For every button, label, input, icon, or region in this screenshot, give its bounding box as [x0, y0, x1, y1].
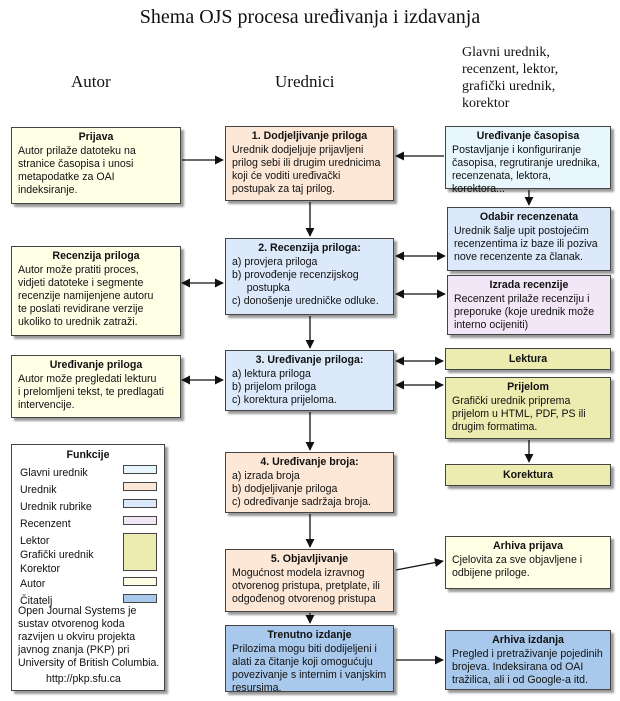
box-title: Lektura: [508, 353, 548, 365]
box-text: Cjelovita za sve objavljene i odbijene p…: [452, 554, 583, 579]
legend-label: Korektor: [20, 563, 61, 575]
box-title: Korektura: [502, 469, 554, 481]
box-izrada-recenzije: Izrada recenzije Recenzent prilaže recen…: [447, 275, 611, 335]
legend-label: Čitatelj: [20, 595, 53, 607]
page-title: Shema OJS procesa uređivanja i izdavanja: [139, 6, 481, 28]
legend-swatch: [123, 465, 157, 474]
box-text: Pregled i pretraživanje pojedinih brojev…: [452, 648, 603, 686]
box-uredjivanje-casopisa: Uređivanje časopisa Postavljanje i konfi…: [445, 126, 611, 195]
box-uredjivanje-autor: Uređivanje priloga Autor može pregledati…: [11, 355, 181, 418]
column-header-glavni: Glavni urednik, recenzent, lektor, grafi…: [462, 45, 559, 111]
legend-label: Grafički urednik: [20, 549, 94, 561]
box-title: 2. Recenzija priloga:: [258, 242, 361, 254]
box-title: Uređivanje časopisa: [476, 130, 580, 142]
box-title: 5. Objavljivanje: [270, 553, 349, 565]
box-text: Grafički urednik priprema prijelom u HTM…: [452, 395, 586, 433]
box-title: Uređivanje priloga: [49, 359, 143, 371]
box-odabir-recenzenata: Odabir recenzenata Urednik šalje upit po…: [447, 207, 611, 271]
box-text: Mogućnost modela izravnog otvorenog pris…: [232, 567, 380, 605]
box-text: Postavljanje i konfiguriranje časopisa, …: [452, 144, 600, 195]
box-text: a) provjera priloga b) provođenje recenz…: [232, 256, 379, 307]
legend-label: Autor: [20, 578, 46, 590]
legend-label: Lektor: [20, 535, 50, 547]
legend-swatch: [123, 516, 157, 525]
legend-label: Urednik: [20, 484, 57, 496]
legend-url[interactable]: http://pkp.sfu.ca: [46, 673, 121, 685]
box-title: 3. Uređivanje priloga:: [255, 354, 364, 366]
box-trenutno-izdanje: Trenutno izdanje Prilozima mogu biti dod…: [225, 625, 394, 694]
legend: Funkcije Glavni urednik Urednik Urednik …: [11, 444, 165, 691]
box-arhiva-izdanja: Arhiva izdanja Pregled i pretraživanje p…: [445, 630, 611, 690]
legend-note: Open Journal Systems je sustav otvorenog…: [18, 605, 160, 669]
box-text: Urednik šalje upit postojećim recenzenti…: [454, 225, 598, 263]
box-prijava: Prijava Autor prilaže datoteku na strani…: [11, 127, 181, 204]
box-text: Urednik dodjeljuje prijavljeni prilog se…: [232, 144, 381, 195]
box-lektura: Lektura: [445, 348, 611, 370]
column-header-autor: Autor: [71, 72, 111, 91]
arrow-objavljivanje-arhiva: [395, 558, 444, 571]
box-title: Prijava: [78, 131, 114, 143]
box-title: Recenzija priloga: [52, 250, 140, 262]
box-text: a) lektura priloga b) prijelom priloga c…: [232, 368, 337, 406]
box-title: Arhiva izdanja: [492, 634, 564, 646]
box-recenzija-priloga: 2. Recenzija priloga: a) provjera prilog…: [225, 238, 394, 315]
box-uredjivanje-broja: 4. Uređivanje broja: a) izrada broja b) …: [225, 452, 394, 513]
box-text: Autor može pratiti proces, vidjeti datot…: [18, 264, 154, 328]
box-text: Recenzent prilaže recenziju i preporuke …: [454, 293, 595, 331]
box-uredjivanje-priloga: 3. Uređivanje priloga: a) lektura prilog…: [225, 350, 394, 411]
legend-title: Funkcije: [66, 449, 110, 461]
box-text: Autor prilaže datoteku na stranice časop…: [18, 145, 136, 196]
box-title: 1. Dodjeljivanje priloga: [251, 130, 368, 142]
box-text: a) izrada broja b) dodjeljivanje priloga…: [232, 470, 371, 508]
box-title: Odabir recenzenata: [479, 211, 579, 223]
box-text: Autor može pregledati lekturu i prelomlj…: [18, 373, 165, 411]
legend-label: Glavni urednik: [20, 467, 88, 479]
box-prijelom: Prijelom Grafički urednik priprema prije…: [445, 377, 611, 439]
box-title: Prijelom: [507, 381, 549, 393]
box-title: Trenutno izdanje: [267, 629, 352, 641]
box-arhiva-prijava: Arhiva prijava Cjelovita za sve objavlje…: [445, 536, 611, 589]
box-title: 4. Uređivanje broja:: [260, 456, 359, 468]
legend-swatch: [123, 533, 157, 571]
legend-swatch: [123, 499, 157, 508]
legend-swatch: [123, 482, 157, 491]
box-title: Izrada recenzije: [489, 279, 569, 291]
legend-swatch: [123, 577, 157, 586]
box-title: Arhiva prijava: [492, 540, 564, 552]
box-objavljivanje: 5. Objavljivanje Mogućnost modela izravn…: [225, 549, 394, 612]
box-dodjeljivanje: 1. Dodjeljivanje priloga Urednik dodjelj…: [225, 126, 394, 201]
box-recenzija-autor: Recenzija priloga Autor može pratiti pro…: [11, 246, 181, 336]
legend-swatch: [123, 594, 157, 603]
box-text: Prilozima mogu biti dodijeljeni i alati …: [232, 643, 387, 694]
legend-label: Recenzent: [20, 518, 71, 530]
legend-label: Urednik rubrike: [20, 501, 92, 513]
box-korektura: Korektura: [445, 464, 611, 486]
column-header-urednici: Urednici: [275, 72, 335, 91]
